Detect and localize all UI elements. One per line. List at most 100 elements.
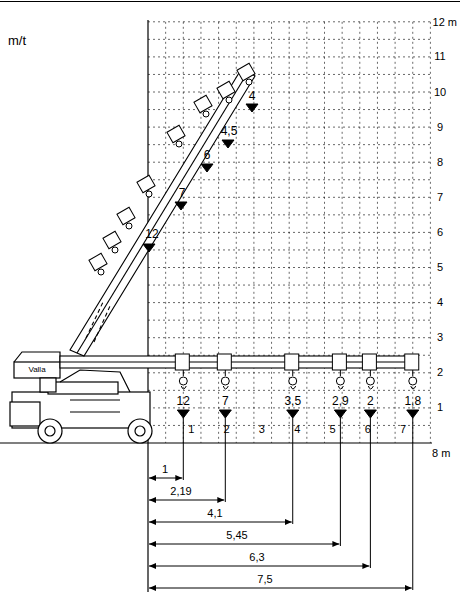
hook — [223, 386, 228, 389]
hook — [246, 79, 252, 85]
grid-line — [148, 144, 430, 145]
load-value: 3,5 — [284, 395, 301, 407]
hook-rope — [225, 370, 226, 376]
axis-label: 5 — [329, 424, 335, 435]
hook — [411, 386, 416, 389]
grid-line — [200, 22, 201, 443]
dimension-value: 5,45 — [226, 530, 247, 541]
grid-line — [306, 22, 307, 443]
hook — [112, 247, 118, 253]
grid-line — [148, 407, 430, 408]
boom-block — [194, 95, 212, 112]
axis-label: 2 — [437, 367, 443, 378]
grid-line — [148, 372, 430, 373]
dimension-value: 4,1 — [207, 508, 222, 519]
axis-label: 4 — [437, 297, 443, 308]
grid-line — [148, 56, 430, 57]
trolley — [405, 354, 419, 370]
load-value: 12 — [145, 228, 158, 240]
dimension-line — [149, 566, 369, 567]
axis-label: 1 — [437, 402, 443, 413]
grid-line — [148, 302, 430, 303]
grid-line — [148, 21, 430, 22]
load-marker — [201, 164, 213, 172]
load-marker — [219, 410, 231, 418]
axis-label: 1 — [188, 424, 194, 435]
grid-line — [148, 92, 430, 93]
brand-logo: Valla — [28, 366, 45, 374]
load-marker — [364, 410, 376, 418]
grid-line — [148, 232, 430, 233]
load-value: 1,8 — [404, 395, 421, 407]
grid-line — [148, 39, 430, 40]
axis-label: 8 — [437, 157, 443, 168]
axis-label: 6 — [437, 227, 443, 238]
load-value: 2 — [367, 395, 374, 407]
load-marker — [143, 244, 155, 252]
extension-line — [340, 418, 341, 546]
dimension-line — [149, 500, 224, 501]
load-value: 7 — [222, 395, 229, 407]
boom-block — [237, 63, 255, 80]
dimension-line — [149, 588, 412, 589]
grid-line — [148, 267, 430, 268]
grid-line — [148, 197, 430, 198]
boom-block — [217, 81, 235, 98]
dimension-value: 7,5 — [257, 574, 272, 585]
hook-rope — [340, 370, 341, 376]
grid-line — [165, 22, 166, 443]
hook — [336, 377, 344, 385]
hook — [146, 191, 152, 197]
dimension-value: 1 — [162, 464, 168, 475]
hook — [176, 141, 182, 147]
load-marker — [334, 410, 346, 418]
axis-label: 7 — [437, 192, 443, 203]
dimension-line — [149, 478, 182, 479]
grid-line — [148, 249, 430, 250]
axis-label: 4 — [294, 424, 300, 435]
trolley — [175, 354, 189, 370]
hook — [409, 377, 417, 385]
boom-block — [103, 231, 121, 248]
hook — [289, 377, 297, 385]
axis-label: 6 — [365, 424, 371, 435]
hook-rope — [292, 370, 293, 376]
grid-line — [148, 214, 430, 215]
hook — [338, 386, 343, 389]
axis-label: 3 — [437, 332, 443, 343]
load-marker — [246, 104, 258, 112]
load-value: 12 — [177, 395, 190, 407]
load-marker — [177, 410, 189, 418]
hook — [98, 269, 104, 275]
load-marker — [287, 410, 299, 418]
hook — [179, 377, 187, 385]
extension-line — [370, 418, 371, 568]
boom-block — [137, 175, 155, 192]
hook — [368, 386, 373, 389]
hook-rope — [412, 370, 413, 376]
grid-line — [148, 127, 430, 128]
boom-block — [117, 207, 135, 224]
load-marker — [175, 202, 187, 210]
axis-label: 10 — [434, 87, 446, 98]
axis-label: 7 — [400, 424, 406, 435]
dimension-value: 2,19 — [170, 486, 191, 497]
grid-line — [430, 22, 431, 443]
hook-rope — [370, 370, 371, 376]
load-value: 7 — [179, 187, 186, 199]
trolley — [217, 354, 231, 370]
axis-label: 5 — [437, 262, 443, 273]
axis-label: 3 — [259, 424, 265, 435]
axis-label: 8 m — [432, 448, 450, 459]
extension-line — [183, 418, 184, 480]
grid-line — [148, 337, 430, 338]
hook-rope — [183, 370, 184, 376]
axis-label: 2 — [224, 424, 230, 435]
load-marker — [222, 140, 234, 148]
axis-label: 12 m — [433, 17, 457, 28]
trolley — [332, 354, 346, 370]
grid-line — [377, 22, 378, 443]
hook — [366, 377, 374, 385]
grid-line — [148, 74, 430, 75]
